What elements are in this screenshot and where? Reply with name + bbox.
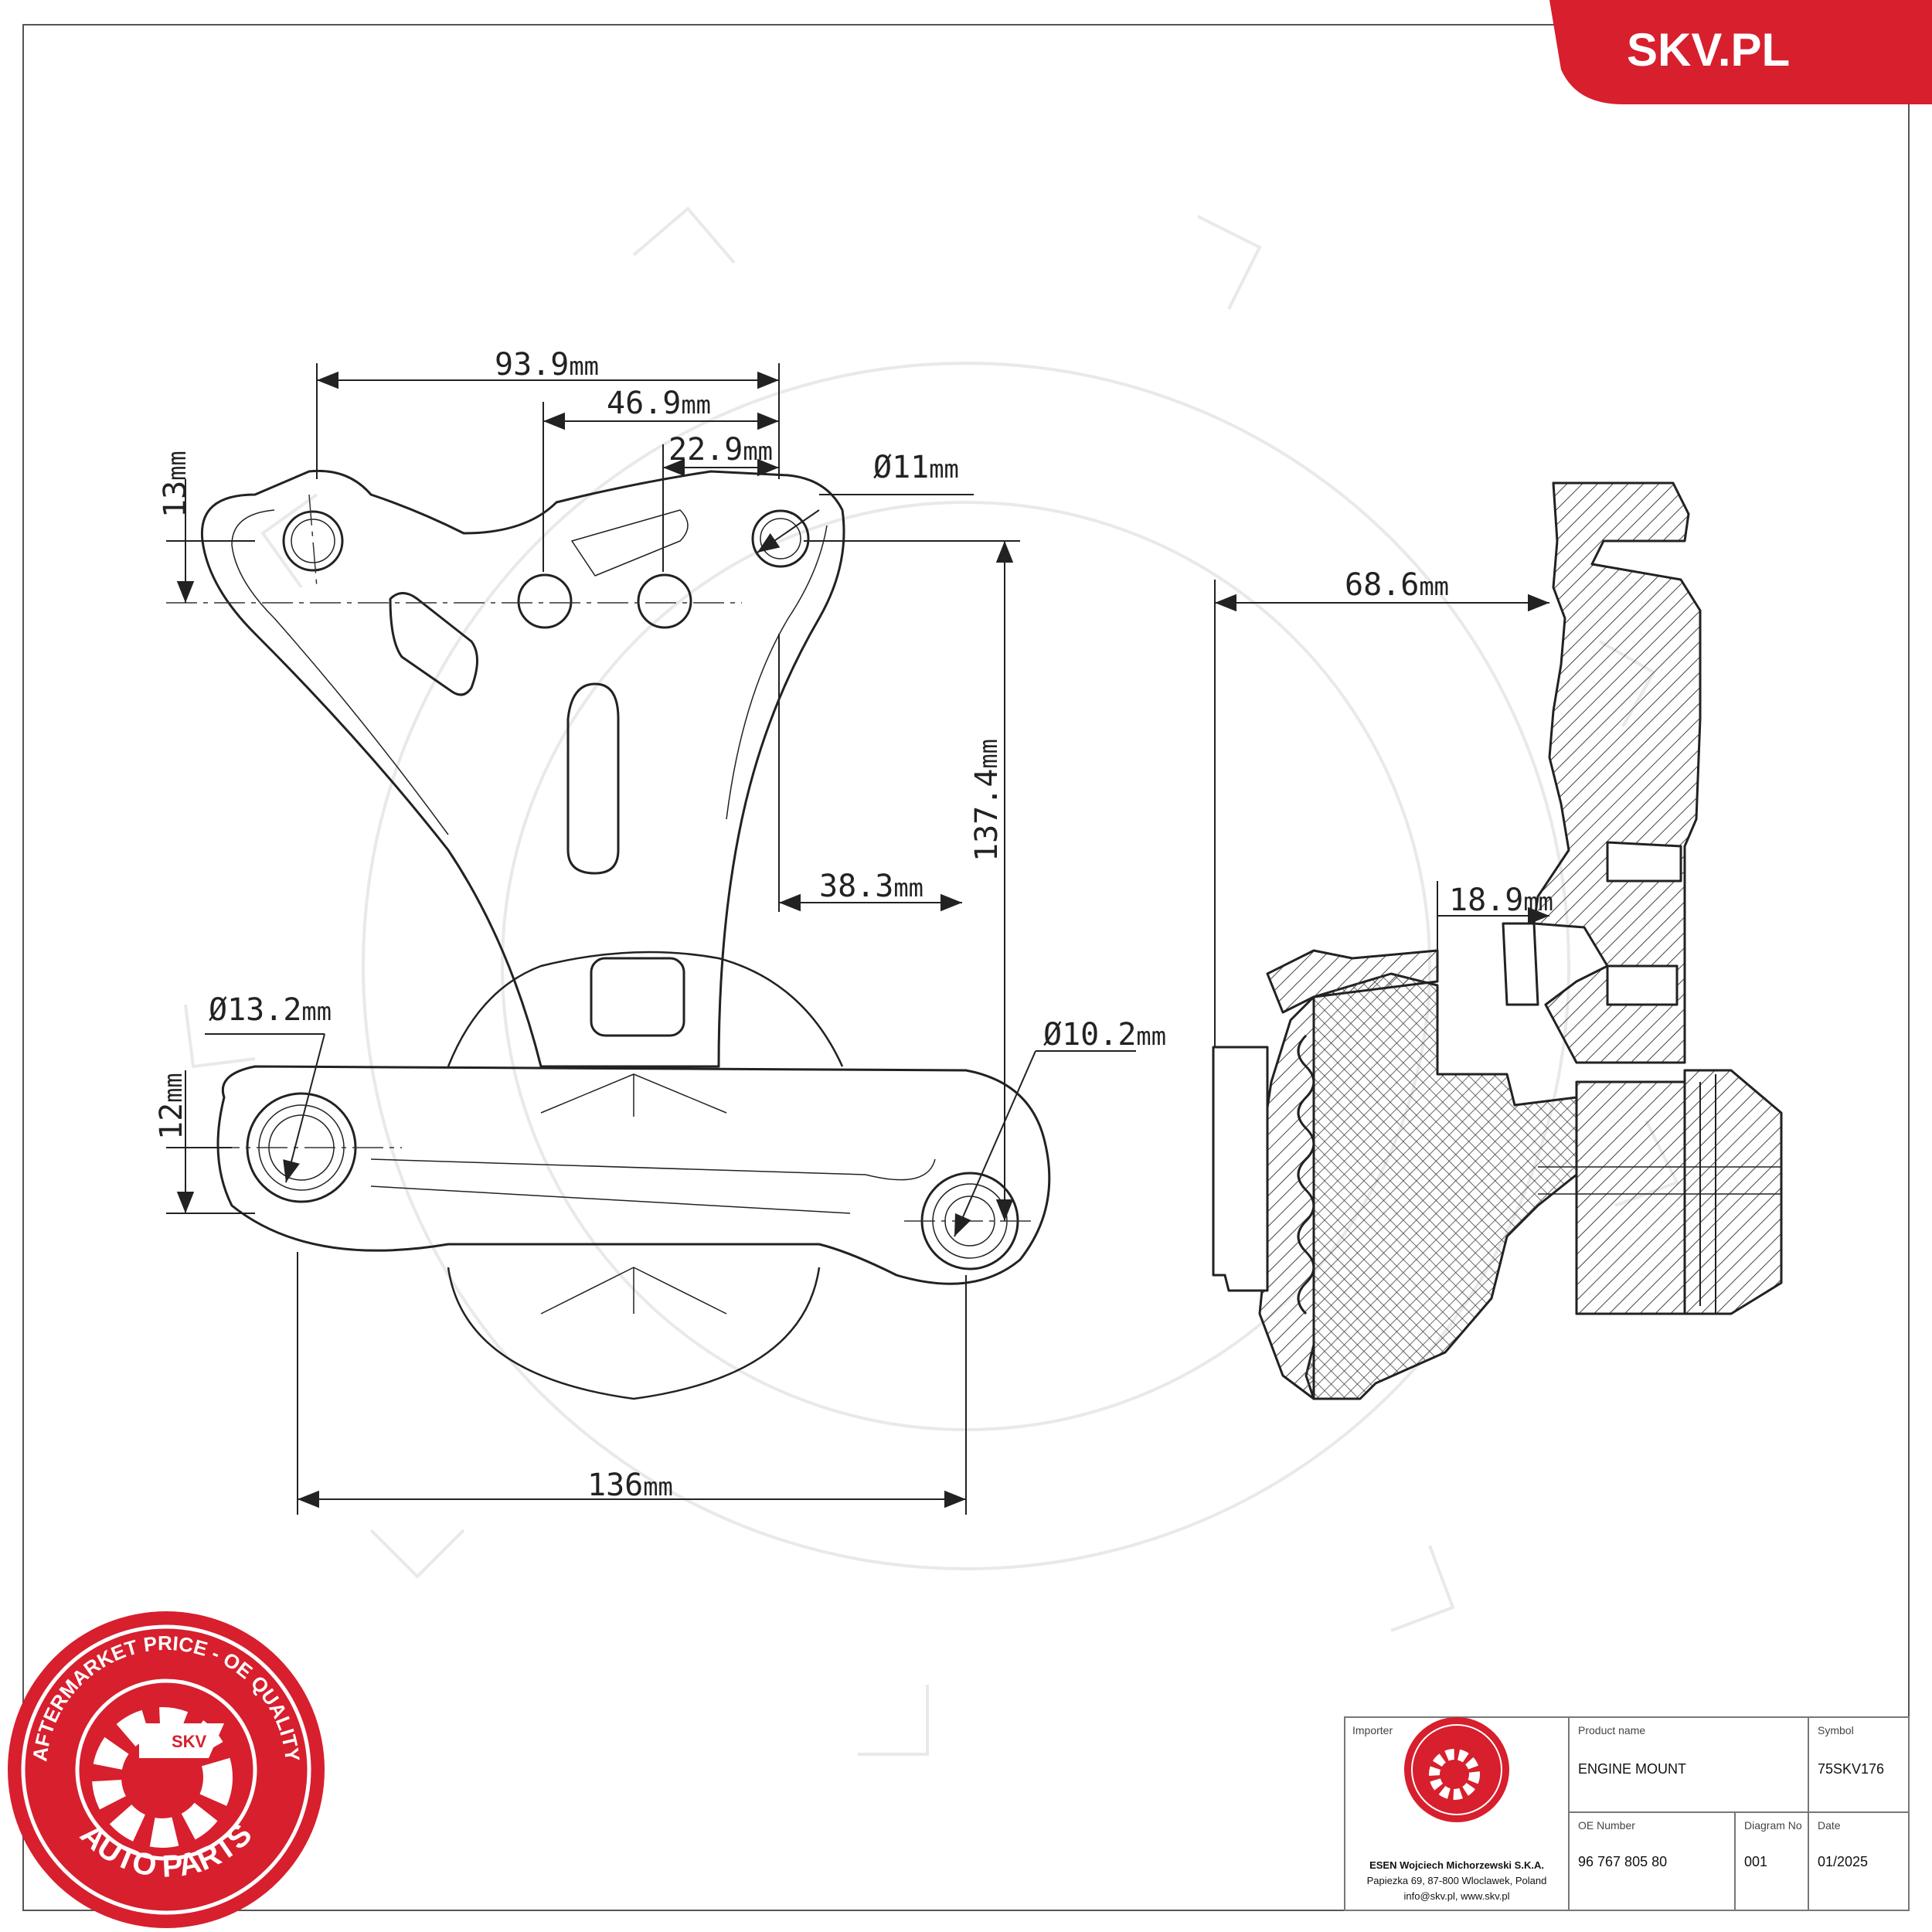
side-section-view bbox=[1212, 481, 1783, 1400]
gear-watermark bbox=[184, 206, 1679, 1756]
tb-oe-number-label: OE Number bbox=[1578, 1819, 1635, 1832]
dim-unit: mm bbox=[1523, 887, 1553, 917]
svg-text:22.9mm: 22.9mm bbox=[668, 432, 773, 468]
side-dimensions bbox=[1214, 580, 1549, 1047]
tb-symbol-label: Symbol bbox=[1818, 1724, 1854, 1736]
front-dim-labels: 93.9mm 46.9mm 22.9mm Ø11mm 13mm 137.4mm … bbox=[154, 347, 1166, 1503]
tb-product-name-label: Product name bbox=[1578, 1724, 1645, 1736]
dim-unit: mm bbox=[301, 997, 332, 1026]
dim-unit: mm bbox=[681, 390, 711, 420]
dim-22-9: 22.9 bbox=[668, 432, 743, 468]
dim-hole-10-2: Ø10.2 bbox=[1043, 1017, 1136, 1053]
tb-importer-label: Importer bbox=[1352, 1724, 1393, 1736]
dim-46-9: 46.9 bbox=[607, 386, 681, 421]
title-block: Importer Product name Symbol ENGINE MOUN… bbox=[1344, 1716, 1910, 1911]
svg-text:38.3mm: 38.3mm bbox=[819, 869, 923, 904]
svg-text:46.9mm: 46.9mm bbox=[607, 386, 711, 421]
front-view bbox=[200, 469, 1051, 1400]
tb-importer-name: ESEN Wojciech Michorzewski S.K.A. bbox=[1369, 1859, 1544, 1871]
tb-seal-logo bbox=[1404, 1717, 1509, 1822]
dim-93-9: 93.9 bbox=[495, 347, 569, 383]
tb-diagram-no-label: Diagram No bbox=[1744, 1819, 1802, 1832]
svg-text:12mm: 12mm bbox=[154, 1073, 189, 1140]
dim-unit: mm bbox=[158, 1073, 188, 1103]
svg-text:93.9mm: 93.9mm bbox=[495, 347, 599, 383]
dim-unit: mm bbox=[1136, 1022, 1166, 1051]
tb-diagram-no: 001 bbox=[1744, 1854, 1767, 1869]
dim-unit: mm bbox=[929, 454, 959, 484]
dim-unit: mm bbox=[569, 352, 599, 381]
gear-icon bbox=[92, 1707, 233, 1848]
dim-18-9: 18.9 bbox=[1449, 883, 1523, 918]
tb-importer-contact: info@skv.pl, www.skv.pl bbox=[1404, 1890, 1510, 1902]
side-dim-labels: 68.6mm 18.9mm bbox=[1345, 567, 1553, 918]
svg-text:Ø13.2mm: Ø13.2mm bbox=[209, 992, 332, 1028]
tb-symbol: 75SKV176 bbox=[1818, 1761, 1884, 1777]
svg-text:Ø11mm: Ø11mm bbox=[873, 450, 959, 485]
brand-banner: SKV.PL bbox=[1549, 0, 1932, 104]
front-dimensions bbox=[166, 363, 1136, 1515]
dim-unit: mm bbox=[162, 451, 192, 481]
dim-68-6: 68.6 bbox=[1345, 567, 1419, 603]
brand-site: SKV.PL bbox=[1627, 24, 1790, 76]
dim-38-3: 38.3 bbox=[819, 869, 893, 904]
tb-importer-address: Papiezka 69, 87-800 Wloclawek, Poland bbox=[1367, 1875, 1547, 1886]
dim-unit: mm bbox=[743, 437, 773, 466]
dim-unit: mm bbox=[643, 1472, 673, 1502]
quality-seal: AFTERMARKET PRICE - OE QUALITY AUTO PART… bbox=[8, 1611, 325, 1928]
seal-center-text: SKV bbox=[172, 1732, 207, 1751]
svg-text:136mm: 136mm bbox=[587, 1468, 673, 1503]
dim-12: 12 bbox=[154, 1103, 189, 1140]
svg-text:13mm: 13mm bbox=[158, 451, 193, 518]
svg-text:68.6mm: 68.6mm bbox=[1345, 567, 1449, 603]
tb-date-label: Date bbox=[1818, 1819, 1841, 1832]
dim-137-4: 137.4 bbox=[969, 769, 1005, 862]
center-lines bbox=[166, 494, 1036, 1222]
dim-unit: mm bbox=[1419, 572, 1449, 601]
dim-hole-11: Ø11 bbox=[873, 450, 929, 485]
tb-oe-number: 96 767 805 80 bbox=[1578, 1854, 1667, 1869]
tb-product-name: ENGINE MOUNT bbox=[1578, 1761, 1686, 1777]
dim-hole-13-2: Ø13.2 bbox=[209, 992, 301, 1028]
dim-136: 136 bbox=[587, 1468, 643, 1503]
svg-text:18.9mm: 18.9mm bbox=[1449, 883, 1553, 918]
dim-unit: mm bbox=[974, 739, 1003, 769]
drawing-frame bbox=[22, 24, 1910, 1911]
svg-text:137.4mm: 137.4mm bbox=[969, 739, 1005, 862]
tb-date: 01/2025 bbox=[1818, 1854, 1868, 1869]
dim-13: 13 bbox=[158, 481, 193, 518]
dim-unit: mm bbox=[893, 873, 923, 903]
svg-text:Ø10.2mm: Ø10.2mm bbox=[1043, 1017, 1166, 1053]
seal-flag bbox=[139, 1723, 224, 1758]
